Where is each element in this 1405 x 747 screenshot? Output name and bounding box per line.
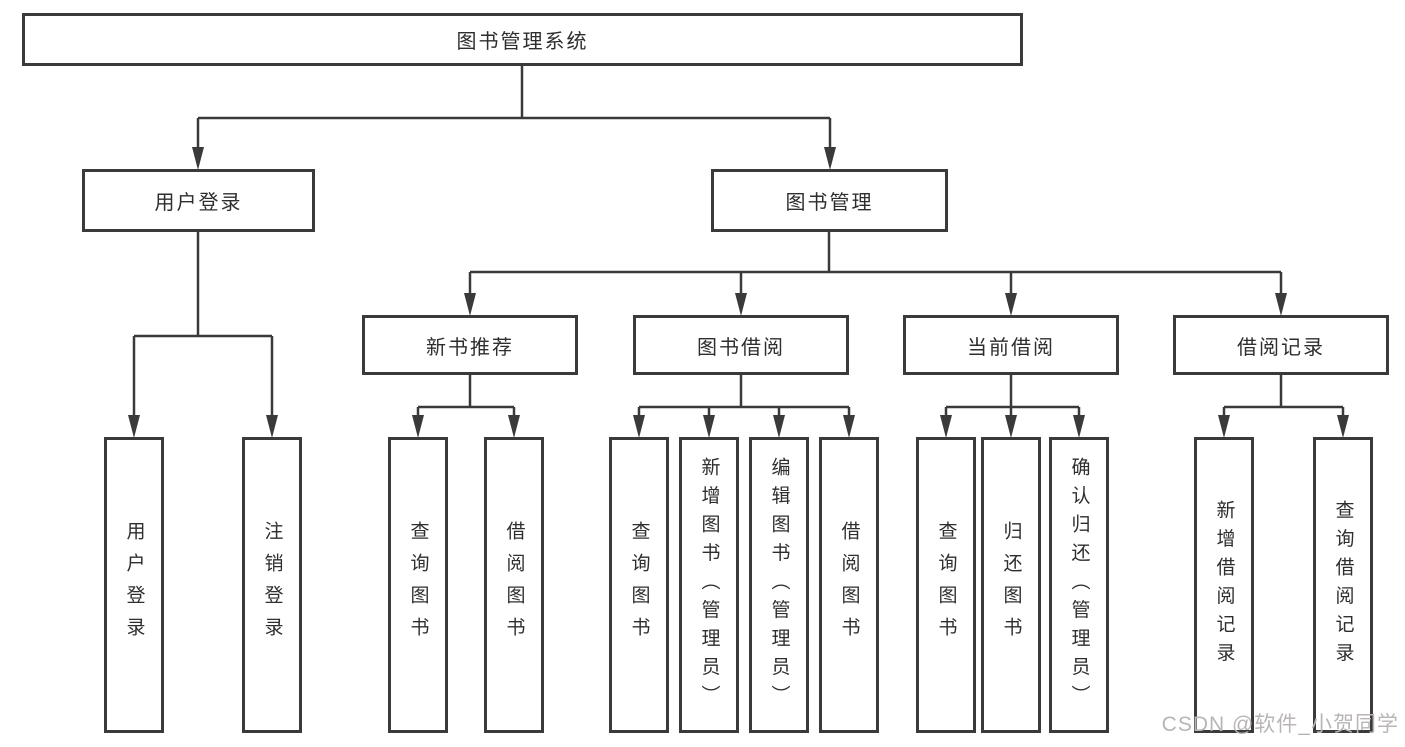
leaf-borrow-books-recommend: 借阅图书 xyxy=(484,437,544,733)
connector-current-borrowing-to-leaves xyxy=(940,375,1085,438)
node-book-management: 图书管理 xyxy=(711,169,948,232)
node-borrowing-records: 借阅记录 xyxy=(1173,315,1389,375)
leaf-query-books-current: 查询图书 xyxy=(916,437,976,733)
leaf-user-login: 用户登录 xyxy=(104,437,164,733)
leaf-confirm-return-admin: 确认归还（管理员） xyxy=(1049,437,1109,733)
node-book-borrowing: 图书借阅 xyxy=(633,315,849,375)
node-library-management-system: 图书管理系统 xyxy=(22,13,1023,66)
leaf-query-books-borrowing: 查询图书 xyxy=(609,437,669,733)
leaf-query-borrow-record: 查询借阅记录 xyxy=(1313,437,1373,733)
connector-book-borrowing-to-leaves xyxy=(633,375,855,438)
leaf-query-books-recommend: 查询图书 xyxy=(388,437,448,733)
leaf-add-borrow-record: 新增借阅记录 xyxy=(1194,437,1254,733)
leaf-add-books-admin: 新增图书（管理员） xyxy=(679,437,739,733)
node-user-login: 用户登录 xyxy=(82,169,315,232)
connector-borrowing-records-to-leaves xyxy=(1218,375,1349,438)
connector-book-management-to-level3 xyxy=(464,232,1287,316)
leaf-return-books: 归还图书 xyxy=(981,437,1041,733)
leaf-borrow-books: 借阅图书 xyxy=(819,437,879,733)
leaf-logout-login: 注销登录 xyxy=(242,437,302,733)
leaf-edit-books-admin: 编辑图书（管理员） xyxy=(749,437,809,733)
node-current-borrowing: 当前借阅 xyxy=(903,315,1119,375)
connector-new-book-recommend-to-leaves xyxy=(412,375,520,438)
connector-user-login-to-leaves xyxy=(128,232,278,438)
connector-root-to-level2 xyxy=(192,66,836,170)
watermark: CSDN @软件_小贺同学 xyxy=(1161,713,1399,736)
node-new-book-recommend: 新书推荐 xyxy=(362,315,578,375)
